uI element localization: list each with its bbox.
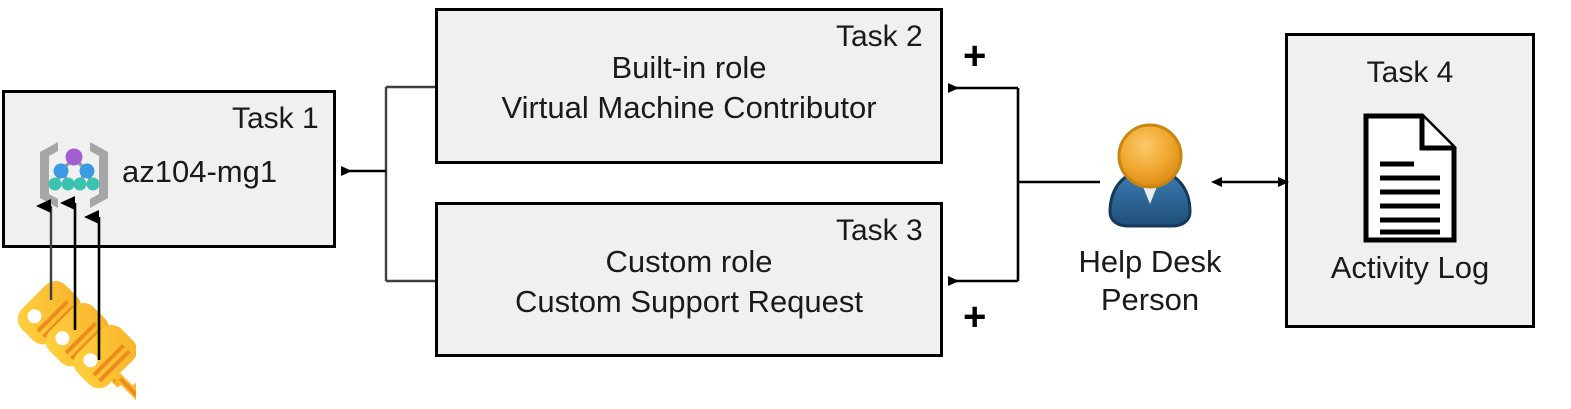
task2-line1: Built-in role — [611, 50, 767, 85]
connector-person-split — [1016, 88, 1100, 281]
plus-operator-bottom: + — [963, 295, 987, 339]
task2-box[interactable] — [435, 8, 943, 164]
management-group-icon — [40, 142, 108, 208]
task4-label: Activity Log — [1330, 250, 1490, 285]
actor-label-line1: Help Desk — [1078, 244, 1222, 279]
task3-box[interactable] — [435, 202, 943, 357]
task2-tag: Task 2 — [836, 20, 923, 53]
document-icon — [1363, 113, 1457, 243]
task3-line2: Custom Support Request — [514, 284, 864, 319]
task2-line2: Virtual Machine Contributor — [501, 90, 877, 125]
actor-label-line2: Person — [1100, 282, 1200, 317]
plus-operator-top: + — [963, 34, 987, 78]
task3-tag: Task 3 — [836, 214, 923, 247]
task3-line1: Custom role — [605, 244, 773, 279]
connector-roles-to-management-group — [384, 85, 435, 283]
user-person-icon — [1108, 123, 1192, 228]
task1-label: az104-mg1 — [122, 154, 278, 189]
task1-tag: Task 1 — [232, 102, 319, 135]
task4-tag: Task 4 — [1366, 56, 1454, 89]
